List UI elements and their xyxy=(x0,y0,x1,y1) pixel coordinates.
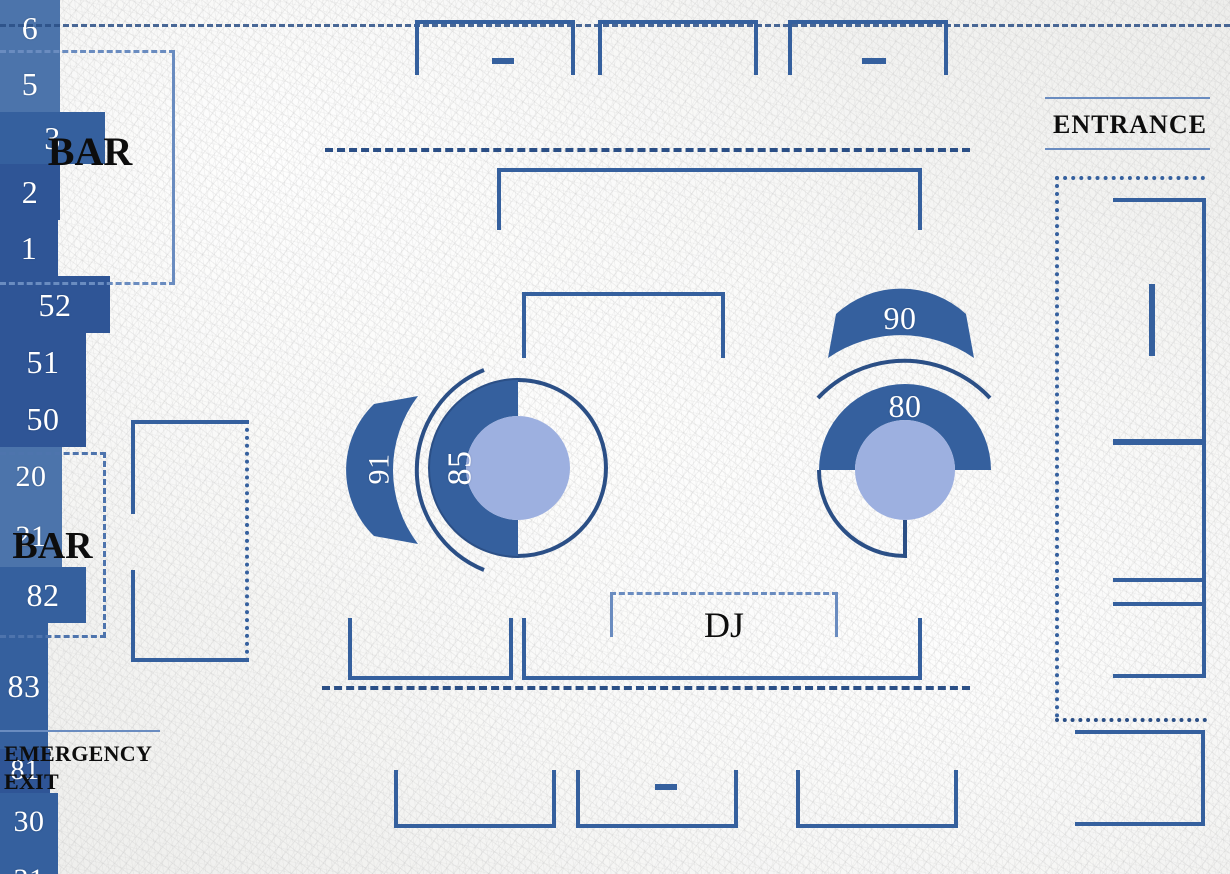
shape-arc-outline-left xyxy=(414,368,485,572)
table-82[interactable]: 82 xyxy=(0,567,86,623)
entrance-bottom-rule xyxy=(1045,148,1210,150)
wall-bracket-tables-52-51-50 xyxy=(497,168,922,230)
wall-bracket-table-32-lower xyxy=(1113,578,1206,678)
wall-dotted-right-column-top xyxy=(1055,176,1205,180)
wall-bracket-table-32 xyxy=(1113,441,1206,606)
table-91: 91 xyxy=(362,453,395,485)
wall-dotted-right-column-outer xyxy=(1055,176,1059,718)
table-1[interactable]: 1 xyxy=(0,220,58,276)
wall-bracket-tables-20-21-left xyxy=(131,420,249,514)
table-80-label[interactable]: 80 xyxy=(888,388,922,424)
shape-table-80-donut[interactable] xyxy=(815,380,995,560)
shape-arc-outline-right xyxy=(816,358,992,400)
table-3[interactable]: 3 xyxy=(0,112,105,164)
emergency-exit-label: EMERGENCY EXIT xyxy=(4,741,153,794)
table-51[interactable]: 51 xyxy=(0,333,86,390)
table-91-label[interactable]: 91 xyxy=(356,436,402,502)
wall-bracket-tables-2-1 xyxy=(788,20,948,75)
wall-bracket-table-27 xyxy=(1075,730,1205,826)
wall-bracket-tables-6-5 xyxy=(415,20,575,75)
entrance-label: ENTRANCE xyxy=(1053,110,1207,139)
wall-bracket-table-82 xyxy=(522,292,725,358)
table-20[interactable]: 20 xyxy=(0,447,62,507)
shape-table-91-band[interactable] xyxy=(346,394,422,546)
table-52[interactable]: 52 xyxy=(0,276,110,333)
dj-label: DJ xyxy=(703,605,744,645)
top-edge-dashed-line xyxy=(0,24,1230,27)
wall-bracket-table-86 xyxy=(348,618,513,680)
lower-dashed-divider xyxy=(322,686,970,690)
wall-bracket-tables-20-21-lower xyxy=(131,570,249,662)
wall-bracket-dj-inner xyxy=(610,592,838,637)
wall-bracket-table-3 xyxy=(598,20,758,75)
table-81[interactable]: 81 xyxy=(0,749,50,793)
connector-23-25 xyxy=(655,784,677,790)
table-31[interactable]: 31 xyxy=(0,851,58,874)
upper-dashed-divider xyxy=(325,148,970,152)
table-6[interactable]: 6 xyxy=(0,0,60,56)
wall-bracket-tables-30-31 xyxy=(1113,198,1206,443)
bar-left-enclosure xyxy=(0,452,106,638)
bar-top-enclosure xyxy=(0,50,175,285)
emergency-exit-rule xyxy=(0,730,160,732)
wall-bracket-tables-23-25 xyxy=(576,770,738,828)
bar-top-label: BAR xyxy=(47,129,133,174)
table-30[interactable]: 30 xyxy=(0,793,58,851)
entrance-top-rule xyxy=(1045,97,1210,99)
connector-6-5 xyxy=(492,58,514,64)
connector-2-1 xyxy=(862,58,886,64)
wall-bracket-table-26 xyxy=(796,770,958,828)
wall-bracket-dj-outer xyxy=(522,618,922,680)
connector-30-31 xyxy=(1149,284,1155,356)
table-90-label[interactable]: 90 xyxy=(883,300,917,336)
wall-bracket-table-22 xyxy=(394,770,556,828)
table-50[interactable]: 50 xyxy=(0,390,86,447)
table-2[interactable]: 2 xyxy=(0,164,60,220)
bar-left-label: BAR xyxy=(12,525,93,567)
right-lower-dotted-divider xyxy=(1055,718,1207,722)
table-83[interactable]: 83 xyxy=(0,623,48,749)
shape-table-90-band[interactable] xyxy=(826,288,976,362)
table-5[interactable]: 5 xyxy=(0,56,60,112)
shape-table-85-donut[interactable] xyxy=(418,368,618,568)
table-21[interactable]: 21 xyxy=(0,507,62,567)
wall-dotted-right-20-21 xyxy=(245,420,249,662)
